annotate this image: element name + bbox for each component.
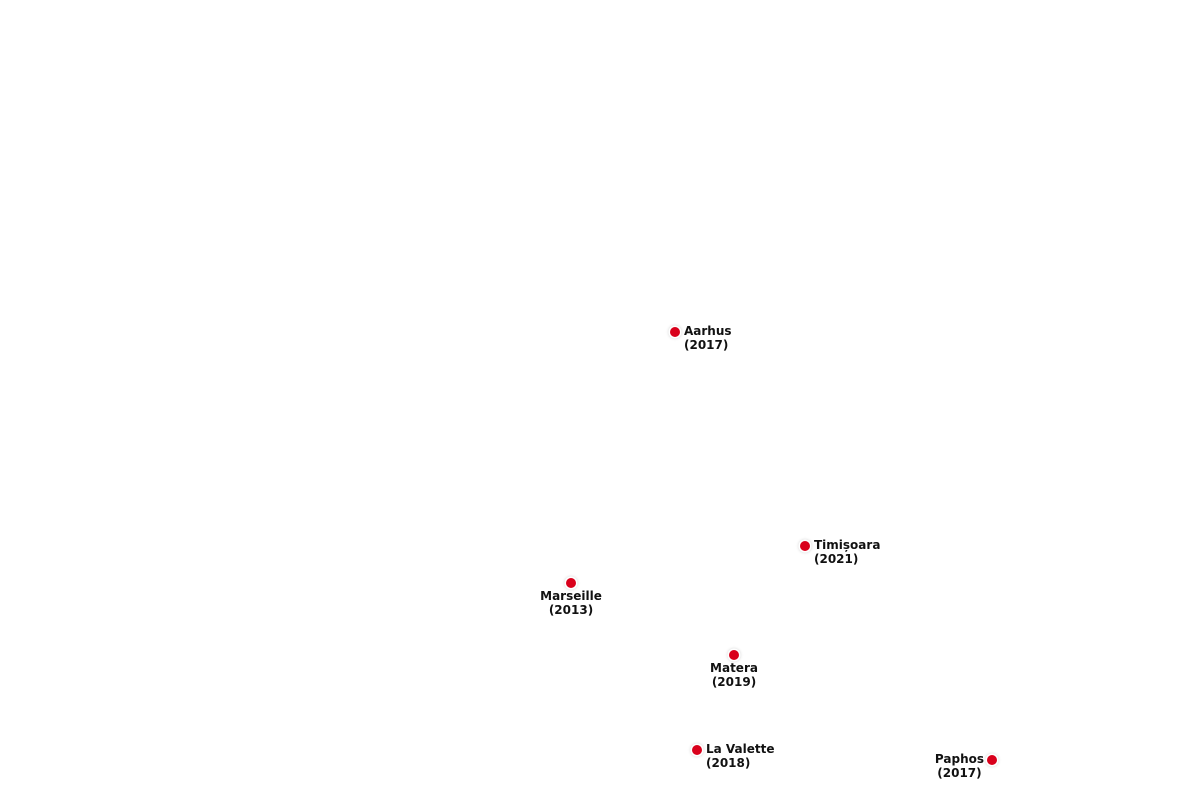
city-year: (2017) [684, 337, 729, 352]
city-name: Paphos [934, 752, 984, 766]
city-year: (2017) [937, 765, 982, 780]
city-label: Paphos (2017) [934, 752, 984, 780]
map-pin-icon[interactable] [729, 650, 739, 660]
city-year: (2013) [548, 602, 594, 617]
city-year: (2021) [814, 551, 859, 566]
city-year: (2018) [706, 755, 751, 770]
city-label: Marseille (2013) [540, 589, 602, 617]
map-pin-icon[interactable] [670, 327, 680, 337]
map-pin-icon[interactable] [987, 755, 997, 765]
city-year: (2019) [711, 674, 757, 689]
city-name: La Valette [706, 742, 775, 756]
city-name: Aarhus [684, 324, 732, 338]
city-label: Timișoara (2021) [814, 538, 881, 566]
city-label: La Valette (2018) [706, 742, 775, 770]
map-pin-icon[interactable] [566, 578, 576, 588]
map-pin-icon[interactable] [800, 541, 810, 551]
map-pin-icon[interactable] [692, 745, 702, 755]
city-label: Matera (2019) [710, 661, 758, 689]
city-name: Marseille [540, 589, 602, 603]
city-name: Timișoara [814, 538, 881, 552]
city-name: Matera [710, 661, 758, 675]
city-label: Aarhus (2017) [684, 324, 732, 352]
